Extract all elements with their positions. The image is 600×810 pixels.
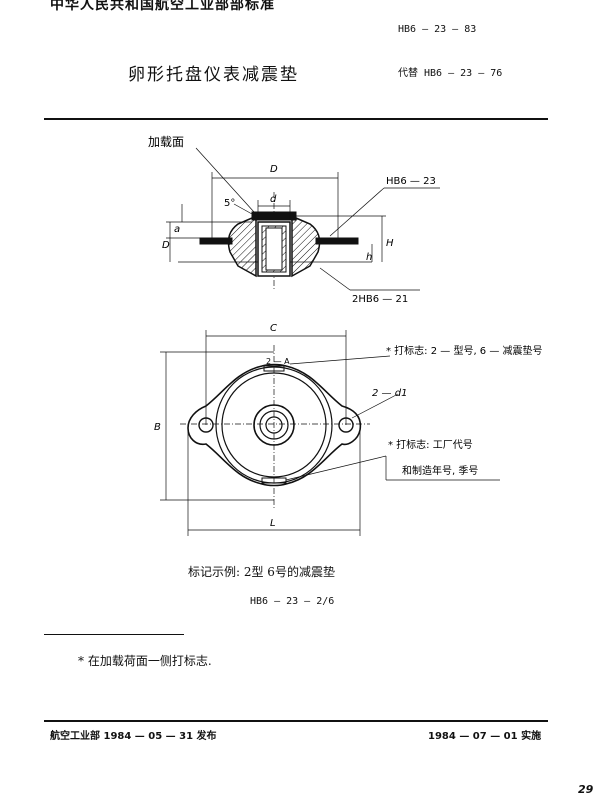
org-standard-heading: 中华人民共和国航空工业部部标准 [50, 0, 275, 13]
part-ref-2hb6-21: 2HB6 — 21 [352, 294, 408, 305]
footer-rule [44, 720, 548, 722]
replaces-standard: 代替 HB6 — 23 — 76 [398, 68, 503, 79]
load-face-label: 加载面 [148, 135, 184, 149]
dim-D1-label: D [162, 240, 170, 251]
dim-2d1-label: 2 — d1 [372, 388, 407, 399]
marking-example-code: HB6 — 23 — 2/6 [250, 596, 335, 607]
dim-B-label: B [154, 422, 161, 433]
page-number: 29 [578, 783, 594, 796]
dim-C-label: C [270, 323, 277, 334]
implementation-date: 1984 — 07 — 01 实施 [428, 731, 542, 742]
footnote-rule [44, 634, 184, 635]
issue-info: 航空工业部 1984 — 05 — 31 发布 [50, 731, 217, 742]
plan-view [160, 330, 500, 536]
dim-d-label: d [270, 194, 277, 205]
part-ref-hb6-23: HB6 — 23 [386, 176, 436, 187]
section-view [166, 147, 440, 291]
dim-D-label: D [270, 164, 278, 175]
chamfer-label: 5° [224, 198, 235, 209]
dim-H-label: H [386, 238, 394, 249]
dim-L-label: L [270, 518, 276, 529]
standard-number: HB6 — 23 — 83 [398, 24, 477, 35]
mark-note-factory: * 打标志: 工厂代号 [388, 438, 473, 451]
dim-h-label: h [366, 252, 372, 263]
header-rule [44, 118, 548, 120]
mark-note-type: * 打标志: 2 — 型号, 6 — 减震垫号 [386, 344, 543, 357]
dim-2A-label: 2 — A [266, 357, 290, 366]
document-title: 卵形托盘仪表减震垫 [128, 65, 299, 85]
dim-a-label: a [174, 224, 180, 235]
marking-example-caption: 标记示例: 2型 6号的减震垫 [188, 565, 335, 579]
mark-note-year: 和制造年号, 季号 [402, 464, 478, 477]
footnote: * 在加载荷面一侧打标志. [78, 654, 212, 668]
